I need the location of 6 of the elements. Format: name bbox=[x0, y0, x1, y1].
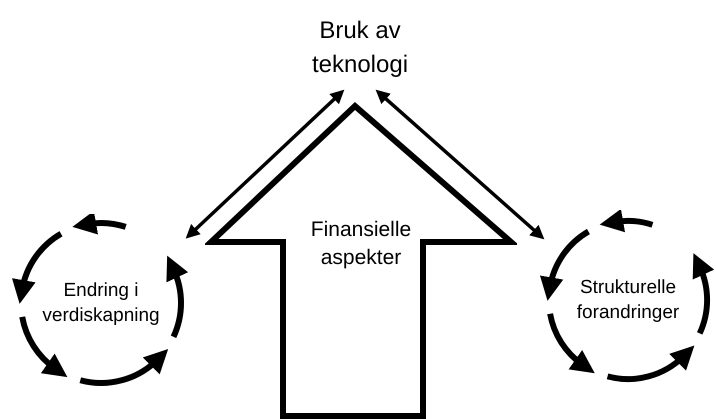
double-arrow bbox=[186, 90, 344, 239]
double-arrow bbox=[376, 90, 544, 240]
node-label: Finansielle aspekter bbox=[310, 217, 412, 271]
node-label: Strukturelle forandringer bbox=[576, 276, 680, 325]
node-label: Bruk av teknologi bbox=[310, 16, 410, 80]
node-label: Endring i verdiskapning bbox=[41, 279, 161, 328]
